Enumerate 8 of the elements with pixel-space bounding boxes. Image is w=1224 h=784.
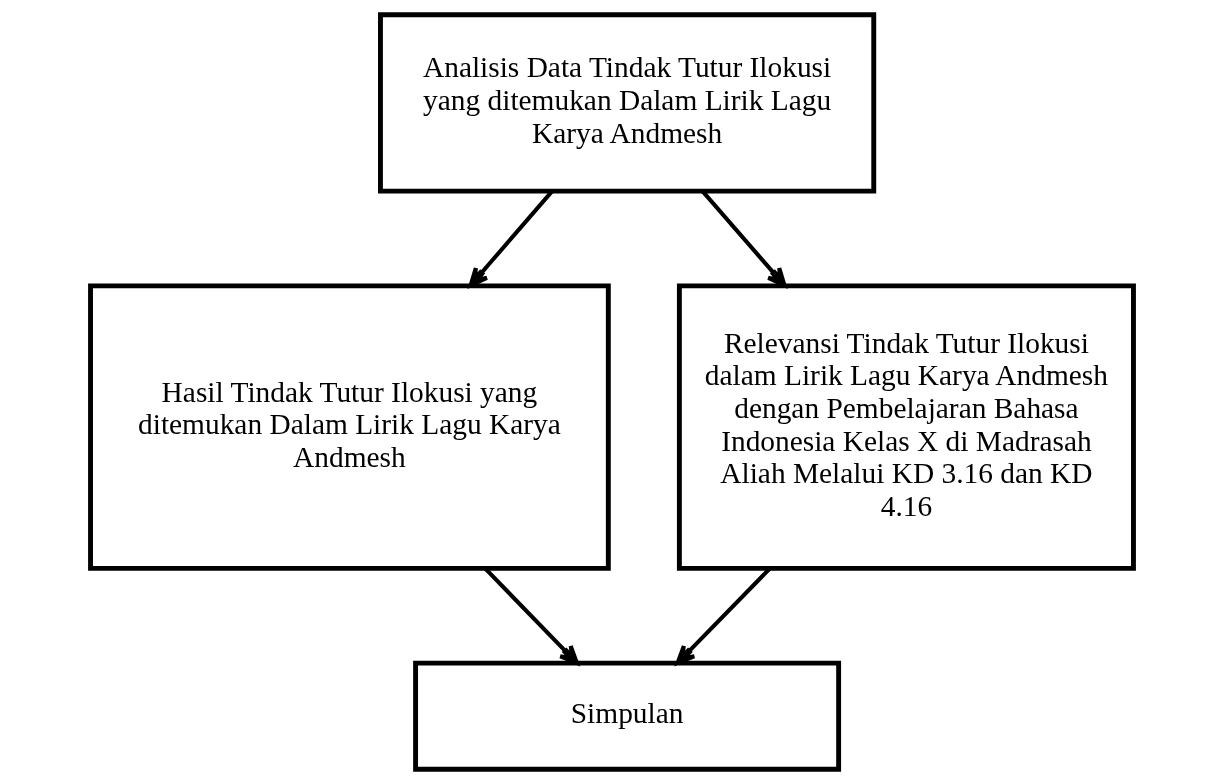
node-box: Hasil Tindak Tutur Ilokusi yang ditemukan Dalam Lirik Lagu Karya Andmesh bbox=[88, 283, 611, 571]
arrow bbox=[675, 567, 772, 665]
node-box: Analisis Data Tindak Tutur Ilokusi yang ditemukan Dalam Lirik Lagu Karya Andmesh bbox=[378, 12, 877, 194]
node-box: Relevansi Tindak Tutur Ilokusi dalam Lirik Lagu Karya Andmesh dengan Pembelajaran Bahasa Indonesia Kelas X di Madrasah Aliah Melalui KD 3.16 dan KD 4.16 bbox=[676, 283, 1136, 571]
arrow bbox=[483, 567, 579, 665]
node-box: Simpulan bbox=[413, 660, 842, 772]
arrow bbox=[701, 190, 787, 288]
arrow bbox=[468, 190, 554, 288]
